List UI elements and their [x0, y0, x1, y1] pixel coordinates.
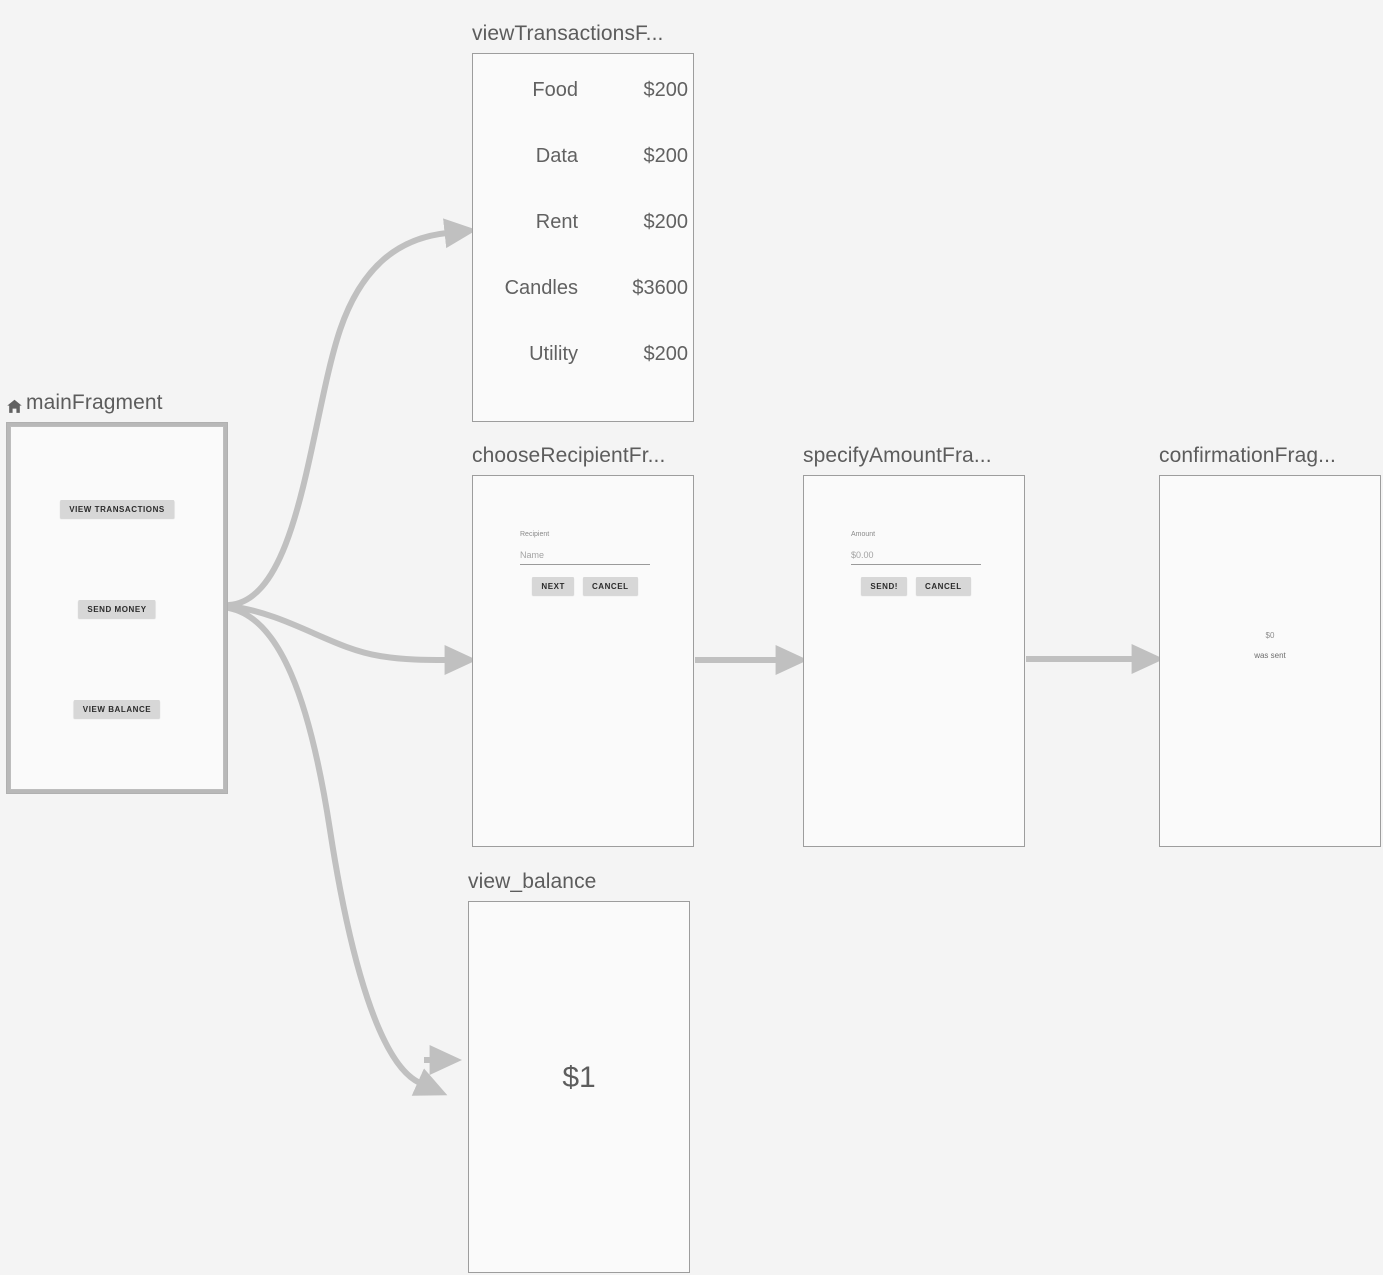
table-row: Utility $200 [472, 343, 694, 409]
destination-preview-viewTransactionsFragment: Food $200 Data $200 Rent $200 Candles $3… [472, 53, 694, 422]
confirmation-amount: $0 [1265, 631, 1275, 640]
table-row: Rent $200 [472, 211, 694, 277]
transaction-category: Food [532, 79, 578, 101]
next-button[interactable]: NEXT [532, 577, 574, 595]
transaction-list: Food $200 Data $200 Rent $200 Candles $3… [472, 79, 694, 409]
destination-title-text: chooseRecipientFr... [472, 444, 666, 467]
transaction-amount: $200 [643, 145, 689, 167]
preview-button-view-transactions[interactable]: VIEW TRANSACTIONS [60, 500, 174, 518]
preview-button-send-money[interactable]: SEND MONEY [78, 600, 156, 618]
recipient-form: Recipient Name NEXT CANCEL [520, 530, 650, 595]
balance-amount: $1 [562, 1061, 596, 1094]
action-main-to-viewbalance[interactable] [226, 605, 448, 1096]
destination-preview-mainFragment: VIEW TRANSACTIONS SEND MONEY VIEW BALANC… [6, 422, 228, 794]
table-row: Data $200 [472, 145, 694, 211]
destination-title-specifyAmountFragment: specifyAmountFra... [803, 443, 992, 469]
confirmation-message: $0 was sent [1159, 630, 1381, 662]
amount-form: Amount $0.00 SEND! CANCEL [851, 530, 981, 595]
recipient-field-label: Recipient [520, 531, 550, 538]
destination-preview-confirmationFragment: $0 was sent [1159, 475, 1381, 847]
destination-title-chooseRecipientFragment: chooseRecipientFr... [472, 443, 665, 469]
destination-title-text: view_balance [468, 870, 597, 893]
cancel-button[interactable]: CANCEL [916, 577, 971, 595]
transaction-amount: $200 [643, 79, 689, 101]
transaction-amount: $3600 [632, 277, 688, 299]
destination-confirmationFragment[interactable]: confirmationFrag... $0 was sent [1159, 444, 1381, 847]
transaction-category: Rent [535, 211, 578, 233]
destination-preview-specifyAmountFragment: Amount $0.00 SEND! CANCEL [803, 475, 1025, 847]
amount-input[interactable]: $0.00 [851, 550, 981, 565]
destination-mainFragment[interactable]: mainFragment VIEW TRANSACTIONS SEND MONE… [6, 391, 228, 794]
table-row: Candles $3600 [472, 277, 694, 343]
transaction-category: Candles [504, 277, 578, 299]
amount-form-actions: SEND! CANCEL [851, 577, 981, 595]
table-row: Food $200 [472, 79, 694, 145]
destination-frame [472, 53, 694, 422]
destination-title-text: mainFragment [26, 391, 163, 414]
destination-title-viewTransactionsFragment: viewTransactionsF... [472, 21, 663, 47]
cancel-button[interactable]: CANCEL [582, 577, 638, 595]
transaction-category: Data [535, 145, 578, 167]
amount-field-label: Amount [851, 531, 876, 538]
transaction-category: Utility [529, 343, 578, 365]
destination-chooseRecipientFragment[interactable]: chooseRecipientFr... Recipient Name NEXT… [472, 444, 694, 847]
home-icon [6, 396, 23, 413]
preview-button-view-balance[interactable]: VIEW BALANCE [73, 700, 161, 718]
destination-title-confirmationFragment: confirmationFrag... [1159, 443, 1336, 469]
destination-title-text: viewTransactionsF... [472, 22, 664, 45]
destination-frame [1159, 475, 1381, 847]
transaction-amount: $200 [643, 211, 689, 233]
destination-view_balance[interactable]: view_balance $1 [468, 870, 690, 1273]
destination-title-mainFragment: mainFragment [6, 390, 163, 416]
destination-title-text: confirmationFrag... [1159, 444, 1336, 467]
destination-frame [468, 901, 690, 1273]
destination-title-text: specifyAmountFra... [803, 444, 992, 467]
action-main-to-chooserecipient[interactable] [226, 603, 477, 675]
destination-frame [472, 475, 694, 847]
recipient-name-input[interactable]: Name [520, 550, 650, 565]
action-main-to-viewtransactions[interactable] [226, 218, 477, 608]
destination-frame [803, 475, 1025, 847]
destination-title-view_balance: view_balance [468, 869, 596, 895]
send-button[interactable]: SEND! [861, 577, 907, 595]
transaction-amount: $200 [643, 343, 689, 365]
destination-preview-chooseRecipientFragment: Recipient Name NEXT CANCEL [472, 475, 694, 847]
destination-specifyAmountFragment[interactable]: specifyAmountFra... Amount $0.00 SEND! C… [803, 444, 1025, 847]
destination-preview-view_balance: $1 [468, 901, 690, 1273]
recipient-form-actions: NEXT CANCEL [520, 577, 650, 595]
confirmation-note: was sent [1254, 651, 1286, 660]
destination-viewTransactionsFragment[interactable]: viewTransactionsF... Food $200 Data $200… [472, 22, 694, 422]
